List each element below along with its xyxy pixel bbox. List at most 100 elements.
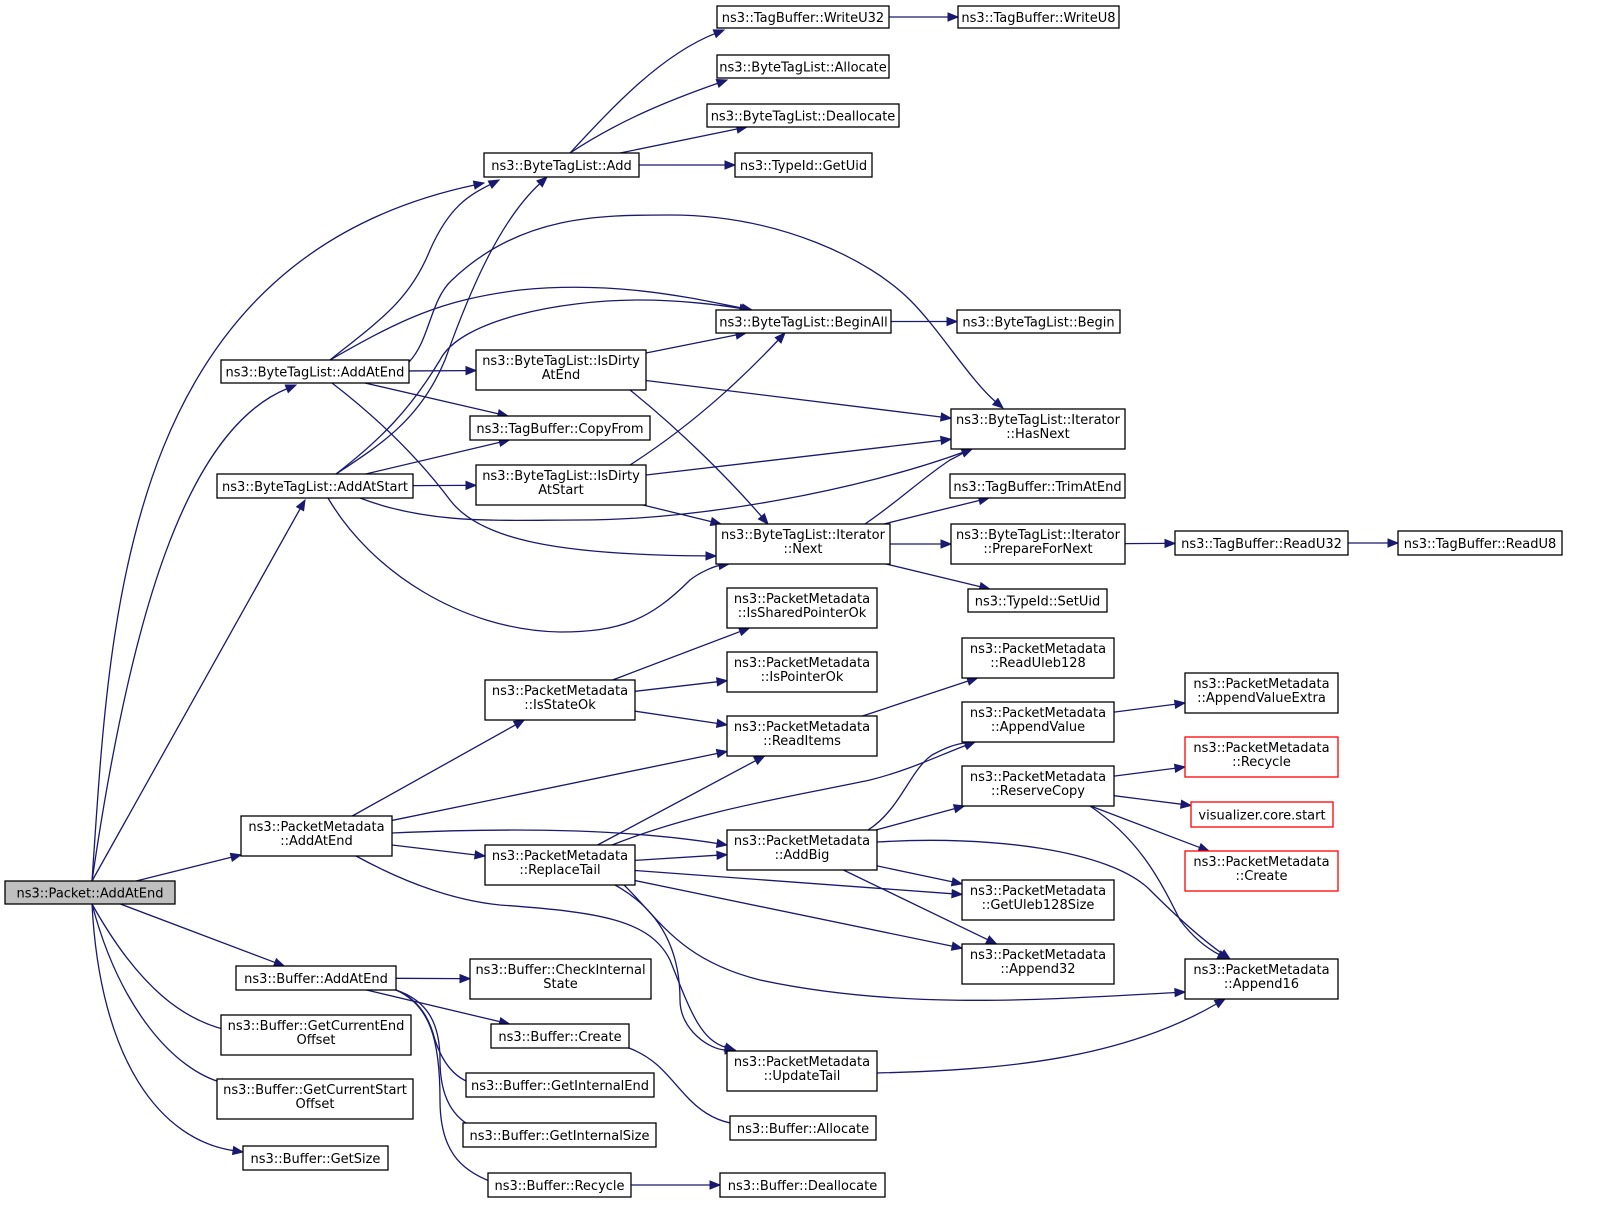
node-tb-copyfrom[interactable]: ns3::TagBuffer::CopyFrom — [469, 415, 651, 441]
node-buf-allocate[interactable]: ns3::Buffer::Allocate — [729, 1115, 877, 1141]
call-edge-btl_isdirtyatstart-to-it_next — [642, 504, 723, 527]
edge-line — [876, 839, 1223, 955]
call-edge-pm_isstateok-to-pm_ispointerok — [634, 677, 729, 692]
edge-line — [91, 507, 302, 882]
edge-arrowhead — [512, 719, 526, 730]
edge-arrowhead — [947, 12, 960, 22]
node-box — [726, 829, 878, 871]
node-pm-addbig[interactable]: ns3::PacketMetadata::AddBig — [726, 829, 878, 871]
node-buf-deallocate[interactable]: ns3::Buffer::Deallocate — [719, 1172, 886, 1198]
node-btl-beginall[interactable]: ns3::ByteTagList::BeginAll — [715, 309, 892, 334]
node-box — [957, 5, 1120, 29]
node-pm-issharedpointerok[interactable]: ns3::PacketMetadata::IsSharedPointerOk — [726, 587, 878, 629]
node-box — [961, 765, 1115, 807]
node-buf-getinternalend[interactable]: ns3::Buffer::GetInternalEnd — [465, 1072, 655, 1098]
node-pm-create[interactable]: ns3::PacketMetadata::Create — [1184, 850, 1339, 892]
node-label: ns3::PacketMetadata — [970, 770, 1106, 785]
node-tb-writeu8[interactable]: ns3::TagBuffer::WriteU8 — [957, 5, 1120, 29]
node-box — [1184, 958, 1339, 1000]
edge-arrowhead — [715, 79, 729, 88]
node-pm-readitems[interactable]: ns3::PacketMetadata::ReadItems — [726, 715, 878, 757]
node-tb-readu8[interactable]: ns3::TagBuffer::ReadU8 — [1397, 530, 1563, 556]
node-buf-addatend[interactable]: ns3::Buffer::AddAtEnd — [235, 965, 397, 991]
call-edge-btl_addatend-to-it_next — [331, 382, 718, 561]
node-packet-addatend[interactable]: ns3::Packet::AddAtEnd — [4, 880, 176, 905]
edge-line — [351, 723, 517, 817]
node-box — [490, 1023, 630, 1049]
node-label: Offset — [295, 1097, 334, 1112]
node-label: ns3::PacketMetadata — [970, 706, 1106, 721]
node-btl-begin[interactable]: ns3::ByteTagList::Begin — [956, 309, 1121, 334]
node-pm-recycle[interactable]: ns3::PacketMetadata::Recycle — [1184, 736, 1339, 778]
edge-arrowhead — [536, 176, 548, 188]
node-label: ::PrepareForNext — [983, 542, 1092, 557]
call-edge-btl_isdirtyatend-to-btl_beginall — [645, 330, 748, 354]
node-pm-ispointerok[interactable]: ns3::PacketMetadata::IsPointerOk — [726, 651, 878, 693]
node-btl-addatend[interactable]: ns3::ByteTagList::AddAtEnd — [220, 359, 410, 384]
node-pm-reservecopy[interactable]: ns3::PacketMetadata::ReserveCopy — [961, 765, 1115, 807]
node-label: ns3::PacketMetadata — [248, 820, 384, 835]
node-tb-trimatend[interactable]: ns3::TagBuffer::TrimAtEnd — [949, 473, 1126, 499]
edge-line — [91, 184, 476, 882]
edge-line — [634, 854, 719, 861]
node-btl-allocate[interactable]: ns3::ByteTagList::Allocate — [716, 54, 890, 79]
node-typeid-setuid[interactable]: ns3::TypeId::SetUid — [967, 588, 1108, 613]
node-buf-create[interactable]: ns3::Buffer::Create — [490, 1023, 630, 1049]
node-pm-replacetail[interactable]: ns3::PacketMetadata::ReplaceTail — [484, 844, 636, 886]
node-label: ::HasNext — [1006, 427, 1070, 442]
node-pm-updatetail[interactable]: ns3::PacketMetadata::UpdateTail — [726, 1050, 878, 1092]
node-typeid-getuid[interactable]: ns3::TypeId::GetUid — [734, 152, 873, 178]
edge-arrowhead — [231, 1145, 245, 1156]
edge-arrowhead — [1173, 763, 1187, 773]
node-it-next[interactable]: ns3::ByteTagList::Iterator::Next — [715, 523, 891, 565]
node-pm-appendvalueextra[interactable]: ns3::PacketMetadata::AppendValueExtra — [1184, 672, 1339, 714]
node-label: ns3::Buffer::CheckInternal — [475, 963, 645, 978]
edge-line — [391, 752, 719, 822]
node-pm-getuleb128size[interactable]: ns3::PacketMetadata::GetUleb128Size — [961, 879, 1115, 921]
node-label: ns3::Buffer::Deallocate — [728, 1179, 877, 1194]
node-pm-readuleb128[interactable]: ns3::PacketMetadata::ReadUleb128 — [961, 637, 1115, 679]
node-pm-isstateok[interactable]: ns3::PacketMetadata::IsStateOk — [484, 679, 636, 721]
node-pm-append32[interactable]: ns3::PacketMetadata::Append32 — [961, 943, 1115, 985]
node-viz-start[interactable]: visualizer.core.start — [1190, 801, 1334, 828]
node-pm-appendvalue[interactable]: ns3::PacketMetadata::AppendValue — [961, 701, 1115, 743]
node-label: ns3::Buffer::Recycle — [494, 1179, 624, 1194]
node-label: ns3::PacketMetadata — [970, 884, 1106, 899]
node-pm-addatend[interactable]: ns3::PacketMetadata::AddAtEnd — [240, 815, 393, 857]
node-it-preparefornext[interactable]: ns3::ByteTagList::Iterator::PrepareForNe… — [950, 523, 1126, 565]
node-box — [715, 309, 892, 334]
node-btl-addatstart[interactable]: ns3::ByteTagList::AddAtStart — [216, 473, 414, 499]
node-buf-getinternalsize[interactable]: ns3::Buffer::GetInternalSize — [462, 1122, 657, 1148]
node-tb-writeu32[interactable]: ns3::TagBuffer::WriteU32 — [716, 5, 890, 29]
edge-arrowhead — [952, 804, 966, 814]
node-label: ::IsSharedPointerOk — [738, 606, 867, 621]
node-it-hasnext[interactable]: ns3::ByteTagList::Iterator::HasNext — [950, 408, 1126, 450]
edge-line — [1113, 795, 1183, 805]
node-label: ns3::ByteTagList::AddAtEnd — [226, 366, 405, 381]
node-buf-getsize[interactable]: ns3::Buffer::GetSize — [242, 1145, 389, 1171]
node-btl-add[interactable]: ns3::ByteTagList::Add — [483, 152, 640, 178]
node-tb-readu32[interactable]: ns3::TagBuffer::ReadU32 — [1174, 530, 1349, 556]
node-box — [950, 523, 1126, 565]
call-edge-pm_replacetail-to-pm_addbig — [634, 850, 729, 861]
node-label: ::GetUleb128Size — [982, 898, 1095, 913]
edge-arrowhead — [716, 850, 729, 861]
edge-arrowhead — [757, 512, 769, 526]
edge-line — [885, 563, 982, 588]
node-btl-deallocate[interactable]: ns3::ByteTagList::Deallocate — [706, 103, 900, 128]
node-pm-append16[interactable]: ns3::PacketMetadata::Append16 — [1184, 958, 1339, 1000]
node-label: State — [543, 977, 577, 992]
edge-arrowhead — [712, 29, 726, 39]
edge-line — [355, 855, 727, 1049]
node-box — [706, 103, 900, 128]
node-label: ns3::ByteTagList::Allocate — [719, 61, 887, 76]
edge-line — [645, 439, 943, 476]
node-buf-recycle[interactable]: ns3::Buffer::Recycle — [487, 1172, 632, 1198]
call-edge-packet_addatend-to-pm_addatend — [135, 852, 243, 882]
call-edge-btl_add-to-btl_allocate — [569, 79, 729, 154]
